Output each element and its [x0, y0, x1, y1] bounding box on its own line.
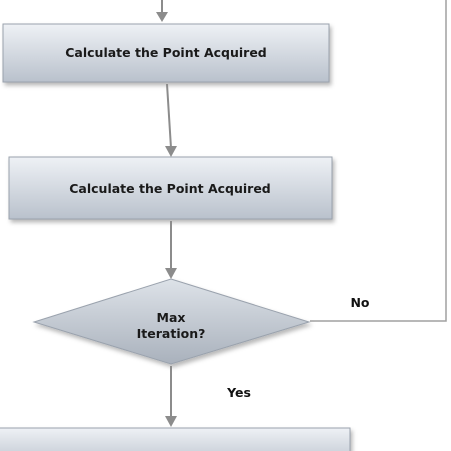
process-box-1: [2, 23, 330, 83]
process-box-2: [8, 156, 333, 220]
decision-label-line2: Iteration?: [137, 326, 206, 341]
process-box-3: [0, 427, 351, 451]
edge-label-yes: Yes: [226, 385, 251, 400]
connector-box1-box2: [166, 83, 172, 149]
arrowhead-incoming: [156, 12, 168, 22]
process-box-2-label: Calculate the Point Acquired: [69, 181, 271, 196]
arrowhead-decision-bottom: [165, 416, 177, 427]
arrowhead-box2-decision: [165, 268, 177, 279]
edge-label-no: No: [350, 295, 369, 310]
arrowhead-box1-box2: [165, 146, 177, 157]
process-box-1-label: Calculate the Point Acquired: [65, 45, 267, 60]
decision-diamond: [32, 278, 311, 365]
decision-label-line1: Max: [157, 310, 186, 325]
connector-loop-back: [310, 0, 447, 322]
